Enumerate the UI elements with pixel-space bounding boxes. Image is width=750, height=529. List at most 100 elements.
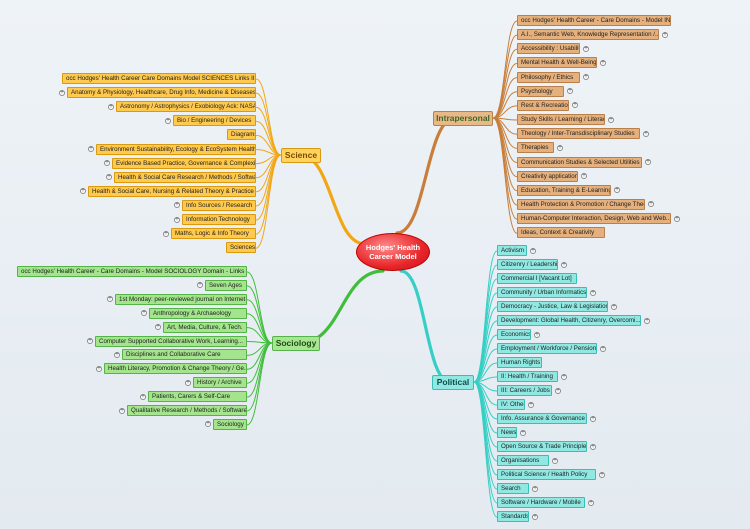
expand-icon[interactable]: + <box>165 117 171 124</box>
expand-icon[interactable]: + <box>534 331 540 338</box>
sociology-topic[interactable]: Health Literacy, Promotion & Change Theo… <box>104 363 247 375</box>
intrapersonal-topic[interactable]: Philosophy / Ethics <box>517 71 580 83</box>
expand-icon[interactable]: + <box>106 174 112 181</box>
political-topic[interactable]: Software / Hardware / Mobile <box>497 497 585 508</box>
science-topic[interactable]: Bio / Engineering / Devices <box>173 115 256 127</box>
sociology-topic[interactable]: occ Hodges' Health Career - Care Domains… <box>17 266 247 277</box>
expand-icon[interactable]: + <box>185 379 191 386</box>
expand-icon[interactable]: + <box>88 146 94 152</box>
expand-icon[interactable]: + <box>643 130 649 137</box>
political-topic[interactable]: Activism <box>497 245 527 256</box>
expand-icon[interactable]: + <box>205 421 211 428</box>
political-topic[interactable]: Development: Global Health, Citizenry, O… <box>497 315 641 326</box>
branch-intrapersonal[interactable]: Intrapersonal <box>433 111 493 126</box>
political-topic[interactable]: II: Health / Training <box>497 371 558 382</box>
science-topic[interactable]: Info Sources / Research <box>182 199 256 211</box>
intrapersonal-topic[interactable]: occ Hodges' Health Career - Care Domains… <box>517 15 671 26</box>
political-topic[interactable]: Organisations <box>497 455 549 466</box>
expand-icon[interactable]: + <box>532 485 538 492</box>
expand-icon[interactable]: + <box>528 401 534 408</box>
expand-icon[interactable]: + <box>583 45 589 52</box>
expand-icon[interactable]: + <box>648 201 654 208</box>
expand-icon[interactable]: + <box>114 351 120 358</box>
expand-icon[interactable]: + <box>530 247 536 254</box>
intrapersonal-topic[interactable]: Mental Health & Well-Being <box>517 57 597 69</box>
science-topic[interactable]: Health & Social Care, Nursing & Related … <box>88 185 256 197</box>
expand-icon[interactable]: + <box>590 443 596 450</box>
expand-icon[interactable]: + <box>87 338 93 344</box>
intrapersonal-topic[interactable]: Study Skills / Learning / Literacy <box>517 114 605 126</box>
expand-icon[interactable]: + <box>119 407 125 414</box>
branch-science[interactable]: Science <box>281 148 321 163</box>
political-topic[interactable]: Human Rights <box>497 357 542 368</box>
political-topic[interactable]: Political Science / Health Policy <box>497 469 596 480</box>
political-topic[interactable]: Economics <box>497 329 531 340</box>
expand-icon[interactable]: + <box>590 289 596 296</box>
science-topic[interactable]: occ Hodges' Health Career Care Domains M… <box>62 73 256 84</box>
political-topic[interactable]: III: Careers / Jobs <box>497 385 552 396</box>
intrapersonal-topic[interactable]: Creativity applications <box>517 170 578 182</box>
science-topic[interactable]: Health & Social Care Research / Methods … <box>114 171 256 183</box>
sociology-topic[interactable]: Sociology <box>213 418 247 430</box>
expand-icon[interactable]: + <box>611 303 617 310</box>
political-topic[interactable]: Info. Assurance & Governance <box>497 413 587 424</box>
sociology-topic[interactable]: Anthropology & Archaeology <box>149 307 247 319</box>
political-topic[interactable]: Employment / Workforce / Pension <box>497 343 597 354</box>
sociology-topic[interactable]: Seven Ages <box>205 279 247 291</box>
expand-icon[interactable]: + <box>155 324 161 331</box>
political-topic[interactable]: IV: Other <box>497 399 525 410</box>
intrapersonal-topic[interactable]: A.I., Semantic Web, Knowledge Representa… <box>517 29 659 41</box>
expand-icon[interactable]: + <box>599 471 605 478</box>
expand-icon[interactable]: + <box>561 373 567 380</box>
science-topic[interactable]: Evidence Based Practice, Governance & Co… <box>112 157 256 169</box>
sociology-topic[interactable]: 1st Monday: peer-reviewed journal on Int… <box>115 293 247 305</box>
intrapersonal-topic[interactable]: Human-Computer Interaction, Design, Web … <box>517 213 671 225</box>
expand-icon[interactable]: + <box>608 116 614 123</box>
expand-icon[interactable]: + <box>662 31 668 38</box>
political-topic[interactable]: Standards <box>497 511 529 522</box>
expand-icon[interactable]: + <box>104 160 110 167</box>
expand-icon[interactable]: + <box>552 457 558 464</box>
expand-icon[interactable]: + <box>561 261 567 268</box>
expand-icon[interactable]: + <box>108 103 114 110</box>
intrapersonal-topic[interactable]: Ideas, Context & Creativity <box>517 227 605 239</box>
sociology-topic[interactable]: Disciplines and Collaborative Care <box>122 349 247 361</box>
expand-icon[interactable]: + <box>520 429 526 436</box>
branch-sociology[interactable]: Sociology <box>272 336 320 351</box>
intrapersonal-topic[interactable]: Theology / Inter-Transdisciplinary Studi… <box>517 128 640 140</box>
political-topic[interactable]: Search <box>497 483 529 494</box>
intrapersonal-topic[interactable]: Psychology <box>517 85 564 97</box>
political-topic[interactable]: Community / Urban Informatics <box>497 287 587 298</box>
intrapersonal-topic[interactable]: Accessibility : Usability <box>517 43 580 55</box>
science-topic[interactable]: Information Technology <box>182 214 256 225</box>
intrapersonal-topic[interactable]: Rest & Recreation <box>517 99 569 111</box>
political-topic[interactable]: Democracy - Justice, Law & Legislation <box>497 301 608 312</box>
political-topic[interactable]: News <box>497 427 517 438</box>
sociology-topic[interactable]: Art, Media, Culture, & Tech. <box>163 321 247 333</box>
expand-icon[interactable]: + <box>600 59 606 66</box>
expand-icon[interactable]: + <box>557 144 563 151</box>
expand-icon[interactable]: + <box>614 187 620 194</box>
sociology-topic[interactable]: Computer Supported Collaborative Work, L… <box>95 335 247 347</box>
political-topic[interactable]: Open Source & Trade Principles <box>497 441 587 452</box>
intrapersonal-topic[interactable]: Communication Studies & Selected Utiliti… <box>517 156 642 168</box>
expand-icon[interactable]: + <box>590 415 596 422</box>
expand-icon[interactable]: + <box>59 89 65 96</box>
expand-icon[interactable]: + <box>107 296 113 303</box>
expand-icon[interactable]: + <box>600 345 606 352</box>
expand-icon[interactable]: + <box>572 102 578 109</box>
expand-icon[interactable]: + <box>96 365 102 372</box>
expand-icon[interactable]: + <box>644 317 650 324</box>
science-topic[interactable]: Sciences <box>226 242 256 254</box>
expand-icon[interactable]: + <box>80 188 86 195</box>
expand-icon[interactable]: + <box>174 202 180 209</box>
sociology-topic[interactable]: Patients, Carers & Self-Care <box>148 391 247 403</box>
expand-icon[interactable]: + <box>588 499 594 506</box>
expand-icon[interactable]: + <box>141 310 147 317</box>
branch-political[interactable]: Political <box>432 375 474 390</box>
expand-icon[interactable]: + <box>645 159 651 165</box>
science-topic[interactable]: Anatomy & Physiology, Healthcare, Drug I… <box>67 87 256 99</box>
expand-icon[interactable]: + <box>197 282 203 289</box>
science-topic[interactable]: Diagrams <box>227 129 256 141</box>
